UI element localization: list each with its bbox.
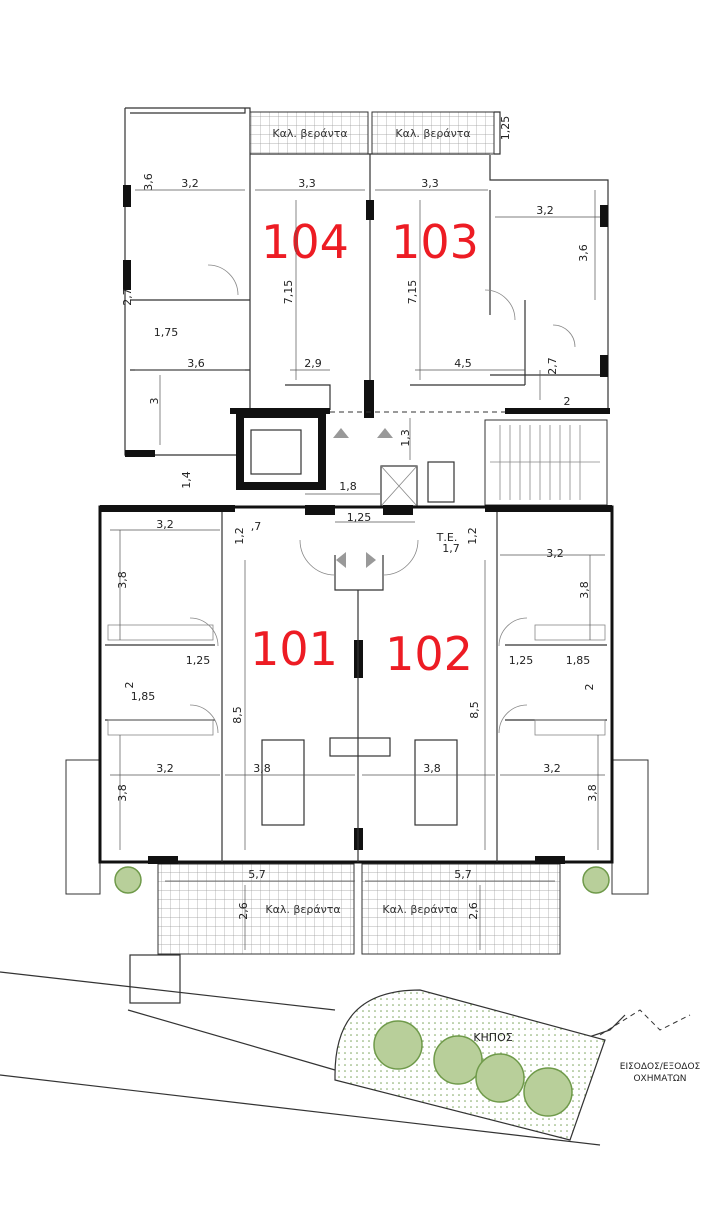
dim-label: 3,6 xyxy=(187,357,205,370)
dim-label: 3 xyxy=(148,398,161,405)
dim-label: 1,75 xyxy=(154,326,179,339)
dim-label: 3,8 xyxy=(253,762,271,775)
dim-label: 1,4 xyxy=(180,471,193,489)
dim-label: 2,6 xyxy=(237,902,250,920)
dim-label: ,7 xyxy=(251,520,262,533)
dim-label: 3,8 xyxy=(578,581,591,599)
dim-label: 1,2 xyxy=(466,527,479,545)
dim-label: 3,8 xyxy=(586,784,599,802)
dim-label: 3,2 xyxy=(156,762,174,775)
dimensions: 1,25 3,6 3,2 3,3 3,3 3,2 3,6 7,15 7,15 2… xyxy=(116,116,599,920)
dim-label: 2,7 xyxy=(121,288,134,306)
dim-label: 3,2 xyxy=(156,518,174,531)
dim-label: 3,6 xyxy=(142,173,155,191)
site-boundary xyxy=(0,971,691,1146)
dim-label: 1,3 xyxy=(399,429,412,447)
dim-label: 3,6 xyxy=(577,244,590,262)
dim-label: 4,5 xyxy=(454,357,472,370)
unit-103-label: 103 xyxy=(391,215,479,269)
veranda-102 xyxy=(361,863,561,955)
dim-label: 1,25 xyxy=(509,654,534,667)
stairs xyxy=(484,419,608,506)
tree-icon xyxy=(114,866,610,894)
elevator xyxy=(236,410,326,490)
dim-label: 8,5 xyxy=(468,701,481,719)
dim-label: 1,7 xyxy=(442,542,460,555)
unit-104-label: 104 xyxy=(261,215,349,269)
lower-block-walls xyxy=(98,505,614,864)
dim-label: 5,7 xyxy=(454,868,472,881)
dim-label: 2,7 xyxy=(546,357,559,375)
dim-label: 7,15 xyxy=(282,280,295,305)
dim-label: 3,2 xyxy=(543,762,561,775)
veranda-101 xyxy=(157,863,355,955)
upper-block-walls xyxy=(123,107,610,457)
outdoor-bench xyxy=(129,954,181,1004)
veranda-label: Καλ. βεράντα xyxy=(382,903,457,916)
dim-label: 1,25 xyxy=(499,116,512,141)
dim-label: 3,8 xyxy=(116,571,129,589)
veranda-104 xyxy=(249,111,369,155)
tree-icon xyxy=(373,1020,573,1117)
dim-label: 2 xyxy=(583,684,596,691)
dim-label: 2 xyxy=(564,395,571,408)
entrance-label: ΕΙΣΟΔΟΣ/ΕΞΟΔΟΣ xyxy=(620,1062,701,1072)
dim-label: 3,3 xyxy=(421,177,439,190)
dim-label: 1,2 xyxy=(233,527,246,545)
unit-101-label: 101 xyxy=(250,622,338,676)
dim-label: 3,2 xyxy=(546,547,564,560)
core xyxy=(236,410,608,568)
dim-label: 3,3 xyxy=(298,177,316,190)
dim-label: 2,9 xyxy=(304,357,322,370)
dim-label: 8,5 xyxy=(231,706,244,724)
veranda-label: Καλ. βεράντα xyxy=(395,127,470,140)
kitchen-island xyxy=(261,737,458,826)
dim-label: 3,2 xyxy=(181,177,199,190)
garden-label: ΚΗΠΟΣ xyxy=(473,1031,512,1044)
garden: ΚΗΠΟΣ xyxy=(334,989,606,1141)
dim-label: 5,7 xyxy=(248,868,266,881)
dim-label: 1,8 xyxy=(339,480,357,493)
dim-label: 1,85 xyxy=(131,690,156,703)
dim-label: 2,6 xyxy=(467,902,480,920)
side-balcony-right xyxy=(611,759,649,895)
veranda-label: Καλ. βεράντα xyxy=(265,903,340,916)
dim-label: 1,25 xyxy=(186,654,211,667)
dimension-lines xyxy=(110,189,605,950)
dim-label: 3,2 xyxy=(536,204,554,217)
dim-label: 1,85 xyxy=(566,654,591,667)
veranda-label: Καλ. βεράντα xyxy=(272,127,347,140)
dim-label: 2 xyxy=(123,682,136,689)
dim-label: 1,25 xyxy=(347,511,372,524)
dim-label: Τ.Ε. xyxy=(436,531,458,544)
dim-label: 3,8 xyxy=(423,762,441,775)
side-balcony-left xyxy=(65,759,101,895)
veranda-103 xyxy=(371,111,495,155)
dim-label: 3,8 xyxy=(116,784,129,802)
unit-102-label: 102 xyxy=(385,627,473,681)
entrance-label-2: ΟΧΗΜΑΤΩΝ xyxy=(633,1074,686,1084)
dim-label: 7,15 xyxy=(406,280,419,305)
